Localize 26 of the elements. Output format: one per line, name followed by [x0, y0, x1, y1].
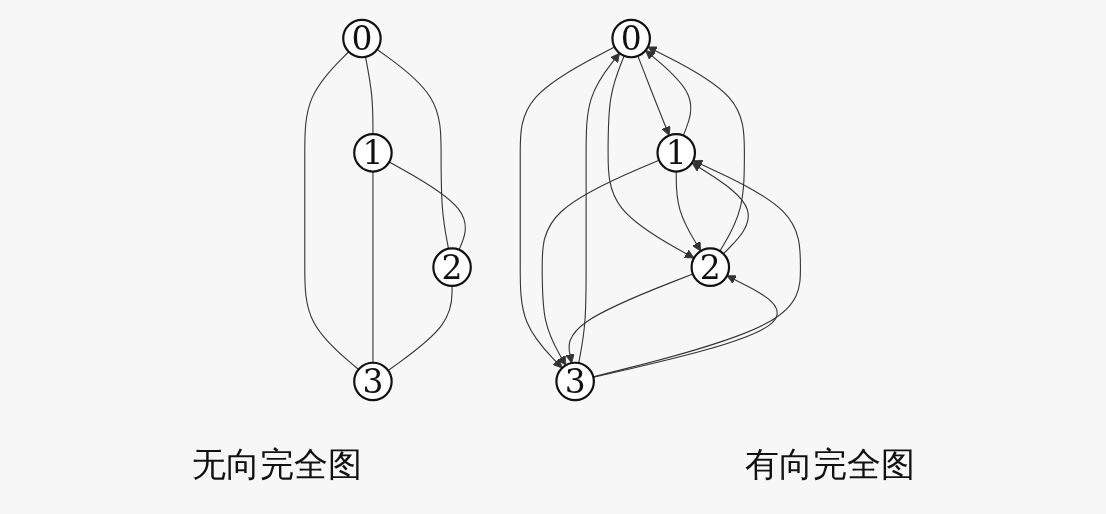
- caption-text: 有向完全图: [744, 443, 915, 486]
- caption-text: 无向完全图: [191, 443, 362, 486]
- arrow: [593, 159, 802, 378]
- arrow: [676, 171, 702, 252]
- connector: [376, 48, 450, 250]
- connector: [304, 51, 360, 371]
- arrow: [637, 55, 671, 136]
- arrow: [692, 162, 750, 255]
- arrow: [645, 50, 692, 136]
- node-circle: 3: [555, 361, 596, 402]
- node-circle: 0: [611, 18, 652, 59]
- node-circle: 2: [690, 247, 731, 287]
- node-circle: 1: [656, 133, 697, 173]
- node-circle: 0: [342, 18, 383, 59]
- arrow: [520, 46, 616, 369]
- arrow: [578, 52, 621, 364]
- arrow: [647, 46, 746, 252]
- node-circle: 3: [353, 361, 394, 402]
- arrow: [542, 159, 660, 366]
- arrow: [565, 273, 694, 364]
- node-circle: 1: [353, 133, 394, 173]
- connector: [389, 161, 467, 251]
- connector: [387, 285, 453, 372]
- node-circle: 2: [432, 247, 473, 287]
- connector: [365, 56, 374, 135]
- connector: [372, 171, 374, 364]
